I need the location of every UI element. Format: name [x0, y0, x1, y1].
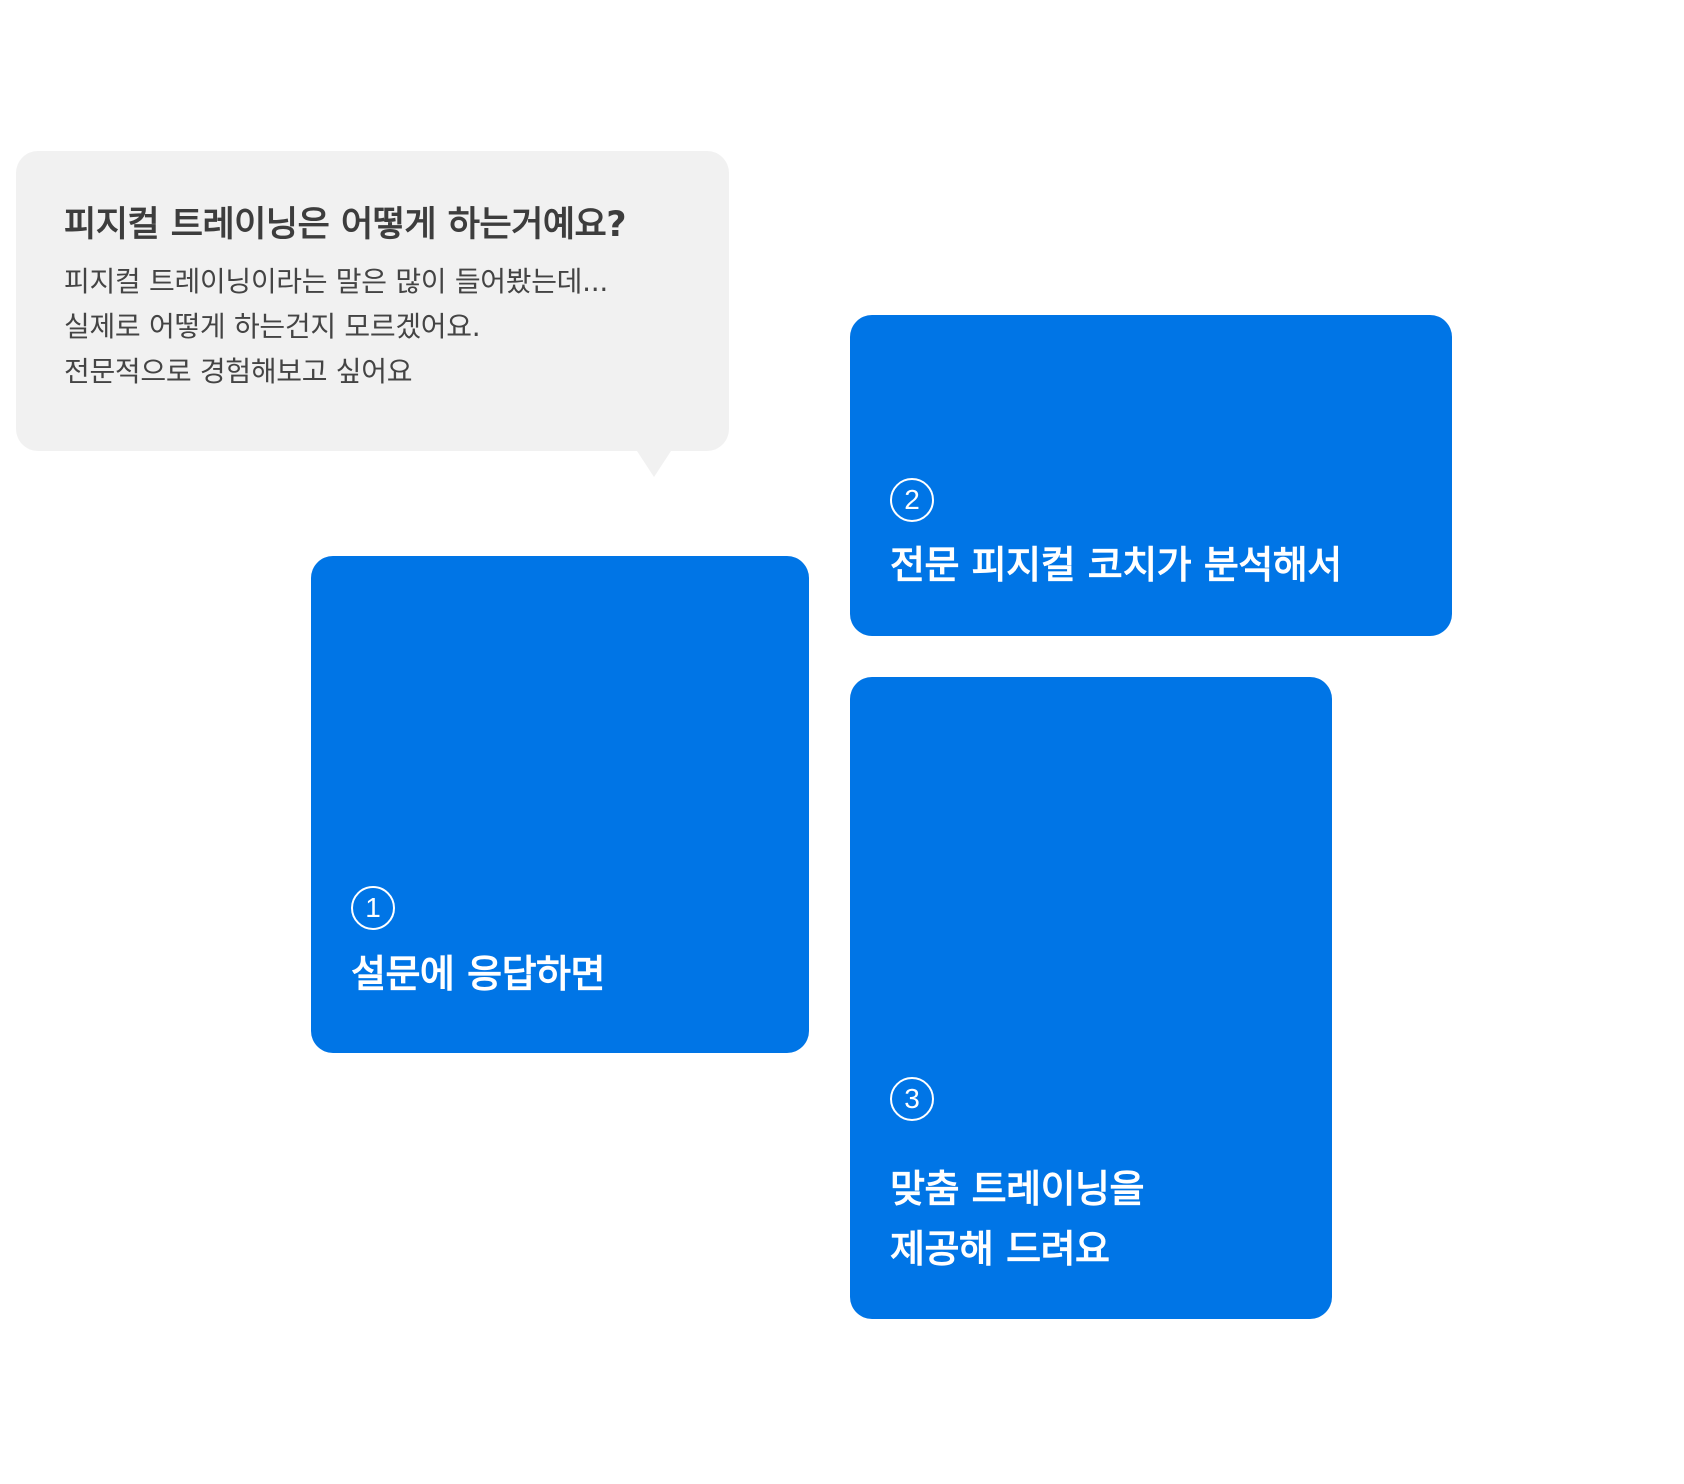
question-title: 피지컬 트레이닝은 어떻게 하는거예요? — [64, 205, 627, 245]
question-bubble: 피지컬 트레이닝은 어떻게 하는거예요? 피지컬 트레이닝이라는 말은 많이 들… — [16, 151, 729, 451]
step-description: 설문에 응답하면 — [351, 944, 605, 1004]
step-card-3: 3 맞춤 트레이닝을 제공해 드려요 — [850, 677, 1332, 1319]
step-card-2: 2 전문 피지컬 코치가 분석해서 — [850, 315, 1452, 636]
step-number-badge: 1 — [351, 886, 395, 930]
question-line: 피지컬 트레이닝이라는 말은 많이 들어봤는데... — [64, 265, 608, 298]
step-card-1: 1 설문에 응답하면 — [311, 556, 809, 1053]
step-description: 전문 피지컬 코치가 분석해서 — [890, 535, 1342, 595]
bubble-tail — [637, 451, 671, 477]
step-text-line: 제공해 드려요 — [890, 1227, 1110, 1271]
step-number-badge: 3 — [890, 1077, 934, 1121]
question-line: 실제로 어떻게 하는건지 모르겠어요. — [64, 310, 481, 343]
step-description: 맞춤 트레이닝을 제공해 드려요 — [890, 1159, 1144, 1279]
step-text-line: 설문에 응답하면 — [351, 952, 605, 996]
step-text-line: 전문 피지컬 코치가 분석해서 — [890, 543, 1342, 587]
question-line: 전문적으로 경험해보고 싶어요 — [64, 355, 413, 388]
step-text-line: 맞춤 트레이닝을 — [890, 1167, 1144, 1211]
step-number-badge: 2 — [890, 478, 934, 522]
